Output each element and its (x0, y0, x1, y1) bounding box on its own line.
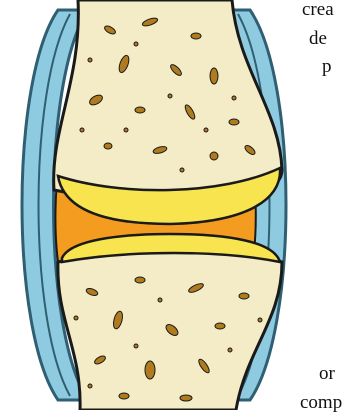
text-fragment: p (322, 57, 332, 76)
text-fragment: or (319, 364, 335, 383)
text-fragment: comp (300, 393, 342, 412)
text-fragment: de (309, 29, 327, 48)
joint-illustration (0, 0, 300, 410)
text-fragment: crea (302, 0, 334, 19)
